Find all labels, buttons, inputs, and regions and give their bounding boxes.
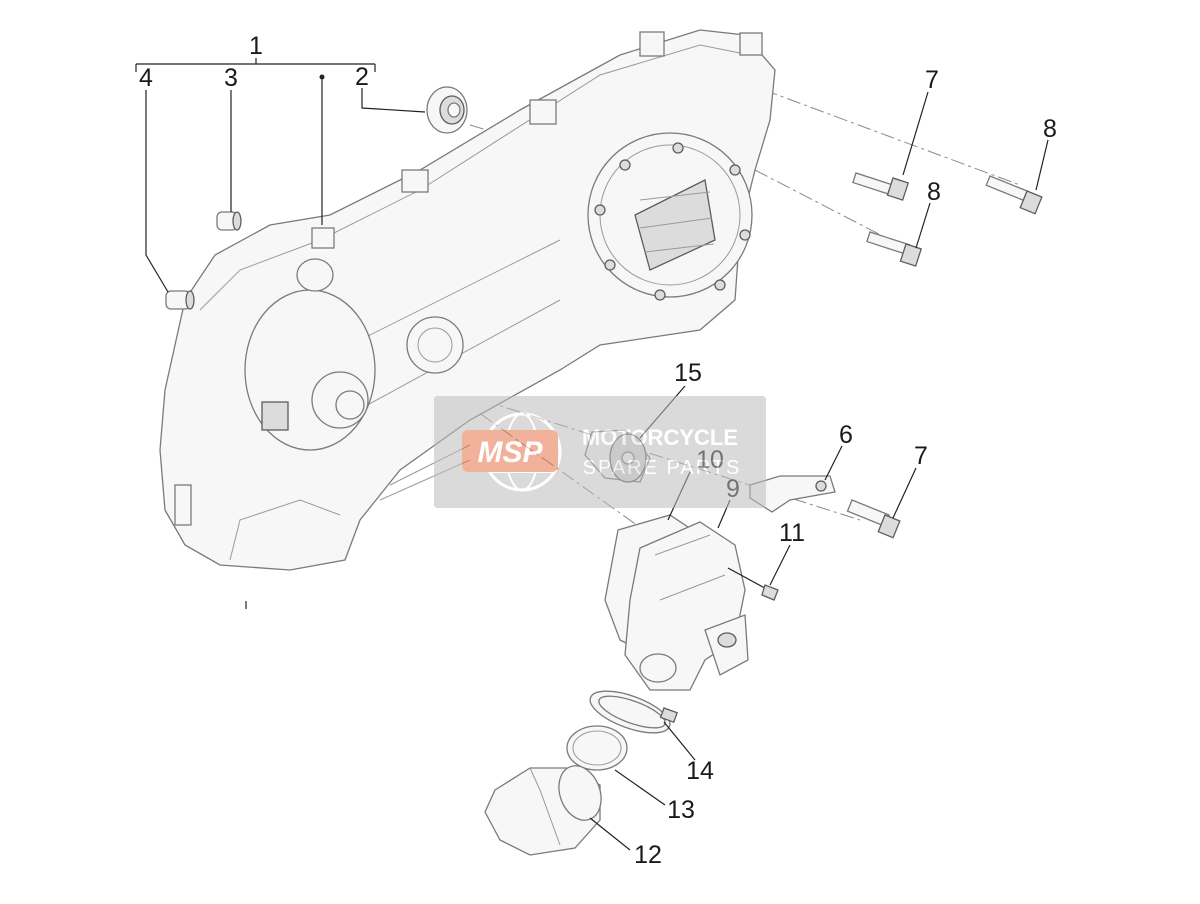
- callout-11: 11: [779, 519, 805, 547]
- callout-7-lower: 7: [914, 442, 928, 470]
- screw-7-upper: [852, 172, 910, 201]
- intake-duct-9: [624, 521, 749, 691]
- bushing-3: [216, 211, 242, 231]
- callout-7-upper: 7: [925, 66, 939, 94]
- callout-6: 6: [839, 421, 853, 449]
- callout-2: 2: [355, 63, 369, 91]
- screw-11: [727, 567, 779, 601]
- filter-13: [566, 725, 628, 771]
- crankcase-cover: [159, 29, 776, 571]
- msp-logo-badge: [462, 430, 558, 472]
- screw-7-lower: [846, 499, 901, 539]
- callout-8-right: 8: [1043, 115, 1057, 143]
- screw-8-lower: [866, 231, 923, 267]
- callout-13: 13: [667, 796, 695, 824]
- watermark-line-2: SPARE PARTS: [583, 457, 742, 479]
- watermark: MSP MOTORCYCLE SPARE PARTS: [434, 396, 766, 508]
- intake-cap-12: [484, 765, 602, 856]
- callout-14: 14: [686, 757, 714, 785]
- callout-4: 4: [139, 64, 153, 92]
- callout-8-lower: 8: [927, 178, 941, 206]
- screw-8-right: [985, 175, 1043, 215]
- watermark-panel: [434, 396, 766, 508]
- msp-logo-text: MSP: [477, 436, 543, 469]
- callout-1: 1: [249, 32, 263, 60]
- callout-15: 15: [674, 359, 702, 387]
- callout-3: 3: [224, 64, 238, 92]
- bearing-2: [426, 86, 468, 134]
- callout-12: 12: [634, 841, 662, 869]
- watermark-line-1: MOTORCYCLE: [582, 425, 738, 450]
- bushing-4: [165, 290, 195, 310]
- clamp-14: [589, 690, 678, 734]
